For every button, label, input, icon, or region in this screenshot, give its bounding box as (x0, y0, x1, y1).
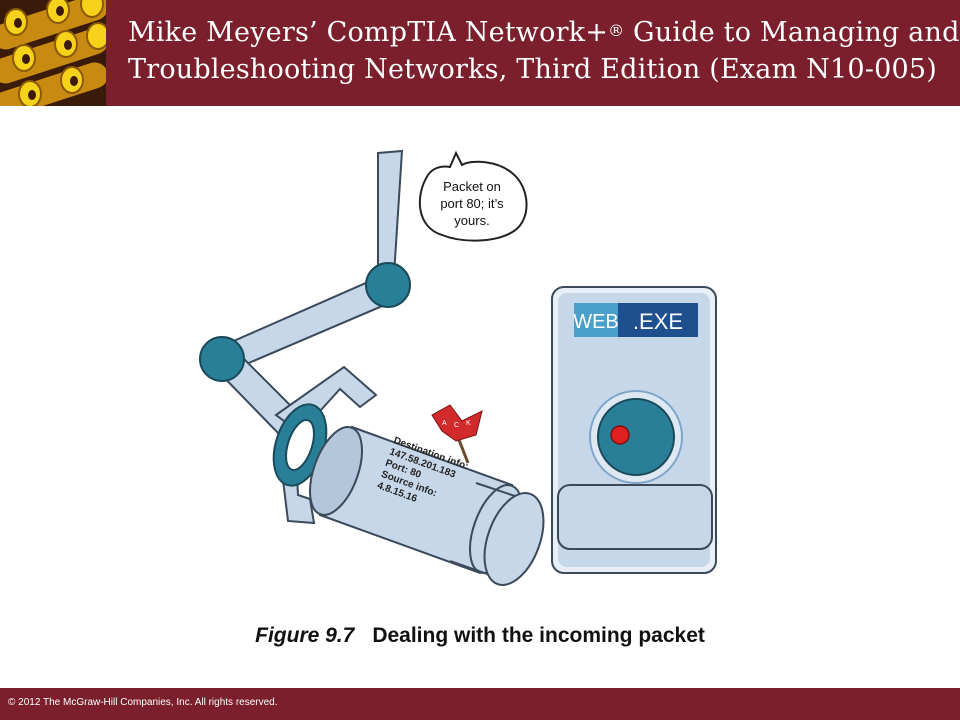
ack-flag: A C K (431, 404, 483, 464)
speech-line-1: Packet on (443, 179, 501, 194)
exe-label: .EXE (633, 309, 683, 334)
slide-title: Mike Meyers’ CompTIA Network+® Guide to … (128, 14, 959, 88)
flag-letter-a: A (442, 420, 447, 427)
speech-line-2: port 80; it’s (440, 196, 504, 211)
port-hole-icon (597, 398, 675, 476)
flag-letter-k: K (466, 420, 471, 427)
web-exe-application: WEB .EXE (551, 286, 717, 574)
web-label: WEB (573, 311, 619, 333)
copyright-notice: © 2012 The McGraw-Hill Companies, Inc. A… (8, 697, 278, 708)
port-indicator-dot (610, 425, 630, 445)
speech-line-3: yours. (454, 213, 489, 228)
arm-joint-lower (199, 336, 245, 382)
title-text-b: Guide to Managing and (624, 17, 960, 48)
arm-upper-segment (377, 149, 404, 279)
figure-number: Figure 9.7 (255, 624, 355, 647)
registered-mark: ® (608, 21, 625, 40)
header-bar: Mike Meyers’ CompTIA Network+® Guide to … (0, 0, 960, 106)
title-line-1: Mike Meyers’ CompTIA Network+® Guide to … (128, 14, 959, 51)
figure-caption: Figure 9.7 Dealing with the incoming pack… (0, 624, 960, 648)
packet-capsule: Destination info: 147.58.201.183 Port: 8… (309, 425, 545, 586)
arm-joint-upper (365, 262, 411, 308)
title-text-a: Mike Meyers’ CompTIA Network+ (128, 17, 609, 48)
flag-letter-c: C (454, 422, 459, 429)
logo-image (0, 0, 106, 106)
caption-text: Dealing with the incoming packet (372, 624, 705, 647)
figure-illustration: Packet on port 80; it’s yours. Destinati… (180, 135, 740, 595)
speech-bubble: Packet on port 80; it’s yours. (418, 150, 528, 242)
title-line-2: Troubleshooting Networks, Third Edition … (128, 54, 937, 85)
footer-bar: © 2012 The McGraw-Hill Companies, Inc. A… (0, 688, 960, 720)
